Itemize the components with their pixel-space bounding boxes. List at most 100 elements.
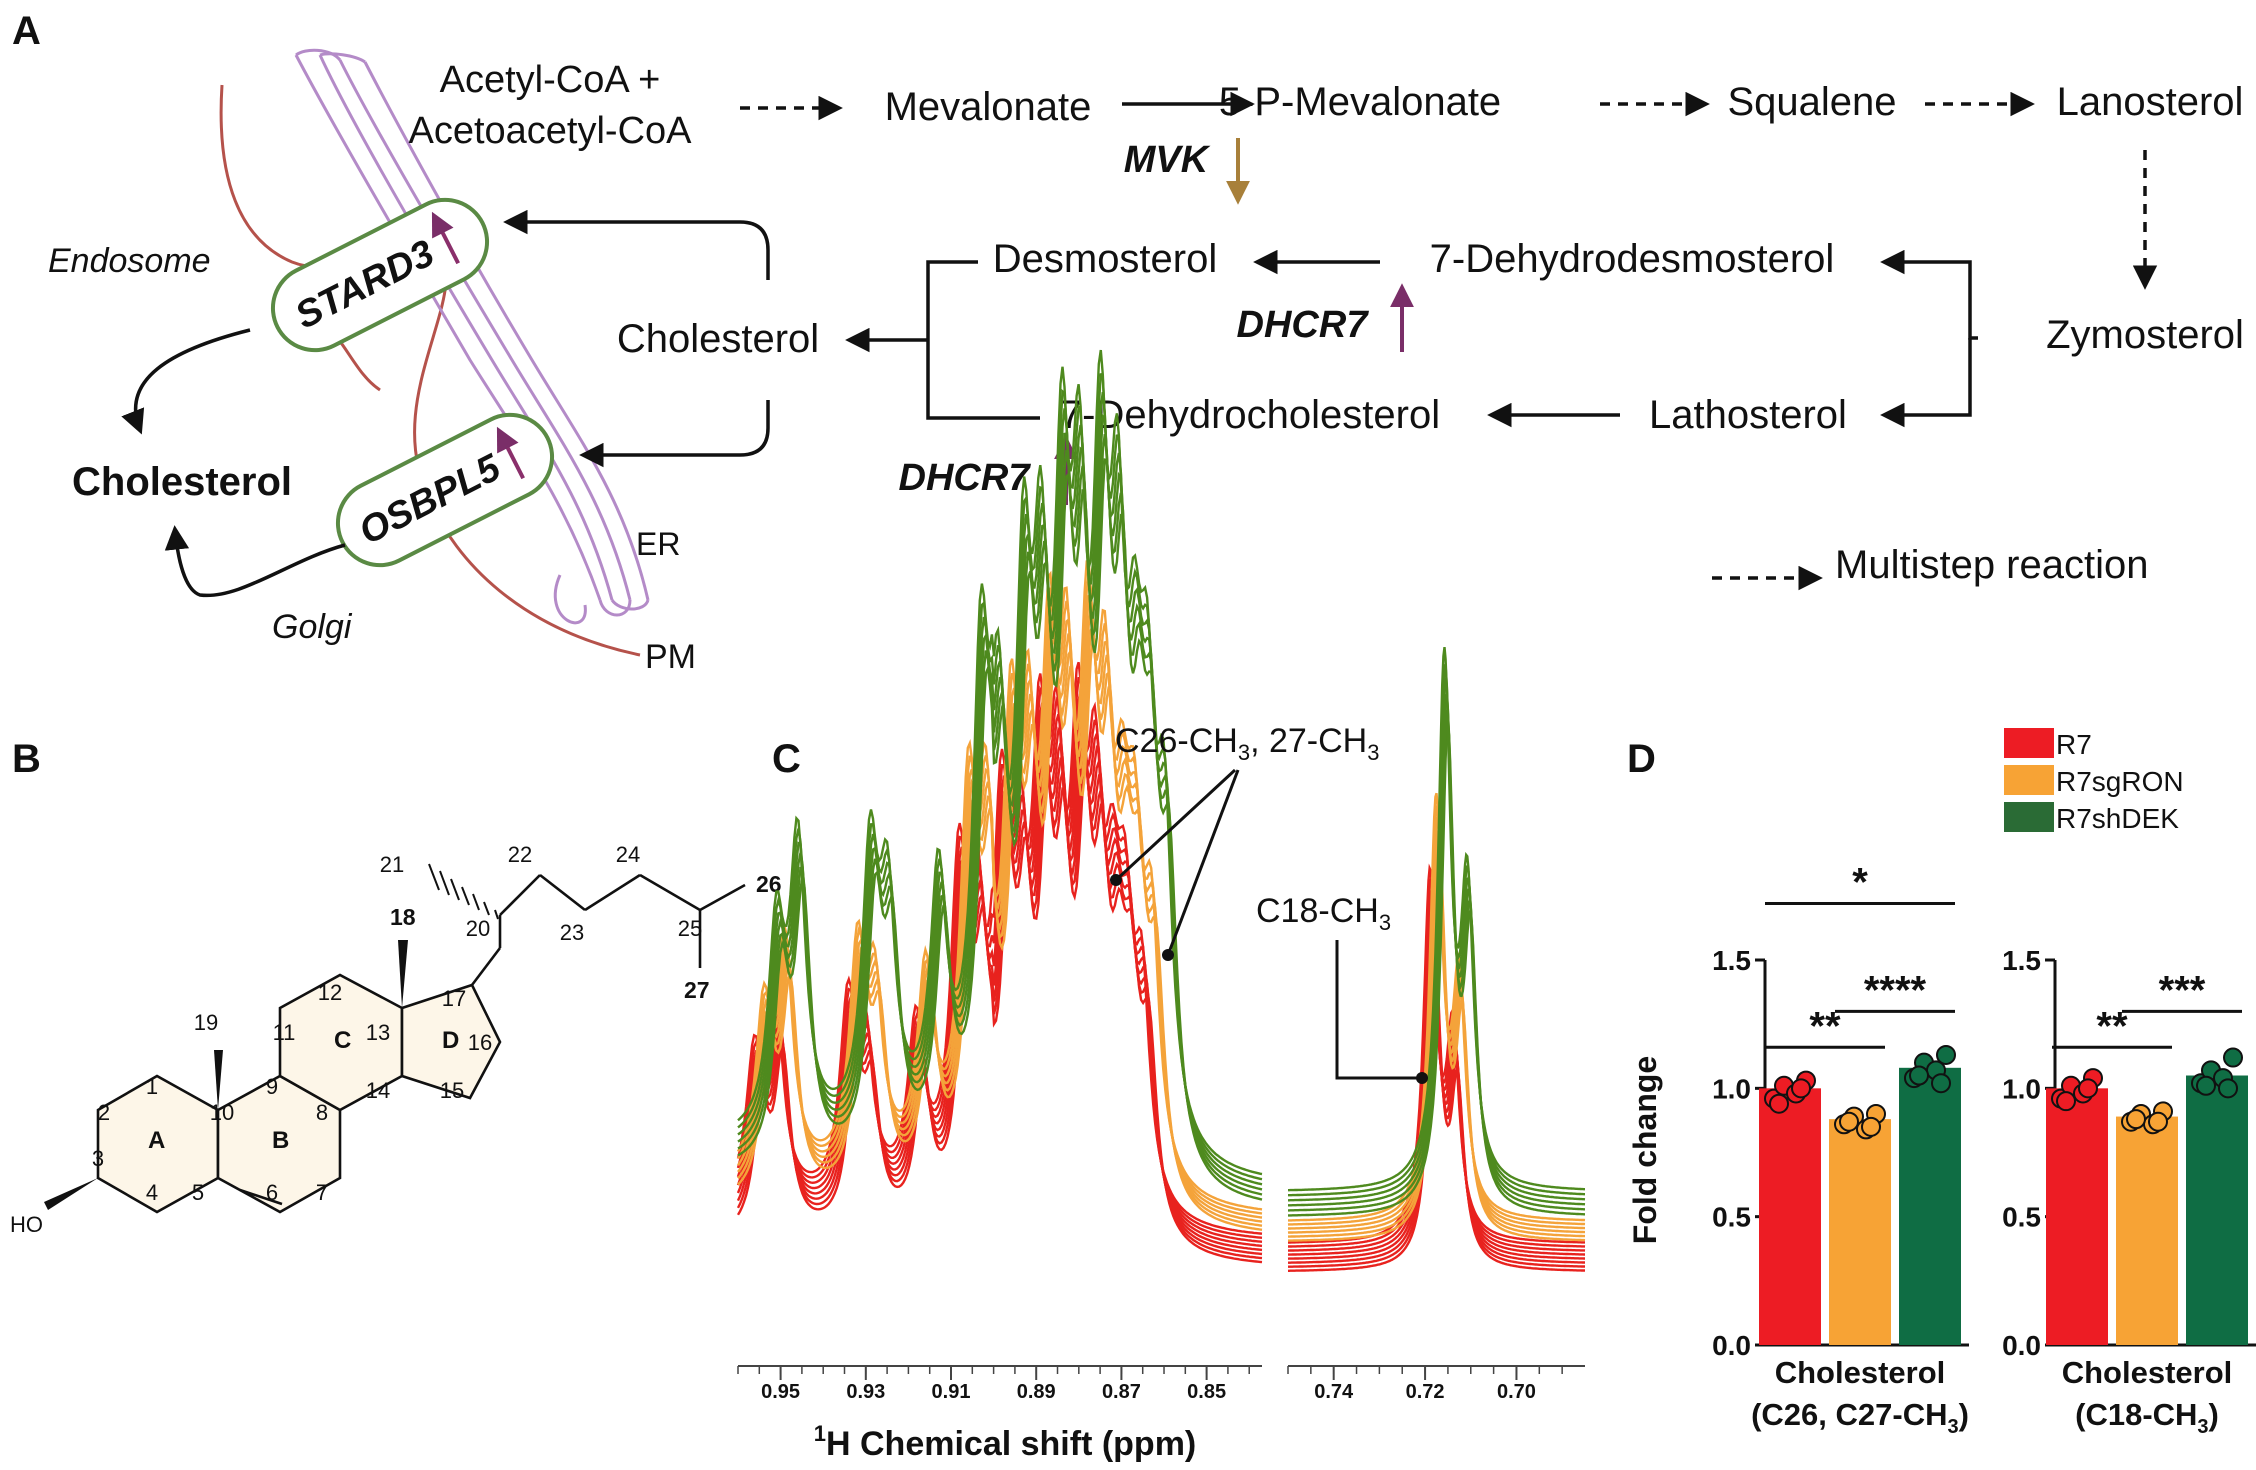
data-point bbox=[1909, 1065, 1929, 1086]
panel-label-d: D bbox=[1627, 737, 1656, 781]
legend-entry: R7sgRON bbox=[2056, 766, 2184, 797]
structure-bonds bbox=[239, 873, 746, 1206]
spectrum-line bbox=[736, 560, 1263, 1211]
acetyl-coa-label: Acetyl-CoA + bbox=[440, 59, 661, 101]
data-point bbox=[2223, 1047, 2243, 1068]
bar bbox=[1899, 1067, 1961, 1345]
atom-number: 11 bbox=[273, 1020, 296, 1045]
group-label: (C26, C27-CH3) bbox=[1751, 1397, 1969, 1438]
data-point bbox=[1931, 1073, 1951, 1094]
atom-number: 2 bbox=[98, 1100, 110, 1125]
cell-cholesterol-label: Cholesterol bbox=[72, 460, 292, 504]
atom-number: 1 bbox=[146, 1074, 158, 1099]
dehydrodesmosterol-label: 7-Dehydrodesmosterol bbox=[1430, 237, 1835, 281]
nmr-tick-label: 0.95 bbox=[761, 1381, 800, 1403]
legend-entry: R7 bbox=[2056, 729, 2092, 760]
significance-mark: * bbox=[1852, 861, 1868, 905]
panel-label-c: C bbox=[772, 737, 801, 781]
data-point bbox=[2126, 1109, 2146, 1130]
svg-text:B: B bbox=[272, 1127, 289, 1154]
atom-number: 19 bbox=[194, 1010, 218, 1035]
significance-mark: **** bbox=[1864, 968, 1927, 1012]
atom-number: 8 bbox=[316, 1100, 328, 1125]
atom-number: 3 bbox=[92, 1146, 104, 1171]
peak-marker bbox=[1110, 874, 1122, 886]
data-point bbox=[2078, 1078, 2098, 1099]
mevalonate-label: Mevalonate bbox=[885, 85, 1092, 129]
transport-arrows bbox=[121, 209, 770, 598]
atom-number: 9 bbox=[266, 1074, 278, 1099]
peak-pointers bbox=[1114, 768, 1422, 1080]
nmr-tick-label: 0.70 bbox=[1497, 1381, 1536, 1403]
data-point bbox=[1791, 1078, 1811, 1099]
atom-number: 10 bbox=[210, 1100, 234, 1125]
bar bbox=[2186, 1075, 2248, 1345]
y-tick-label: 1.0 bbox=[2002, 1073, 2041, 1104]
nmr-xlabel: 1H Chemical shift (ppm) bbox=[814, 1421, 1197, 1463]
lanosterol-label: Lanosterol bbox=[2057, 80, 2244, 124]
svg-text:D: D bbox=[442, 1027, 459, 1054]
legend-swatch bbox=[2004, 728, 2054, 758]
upregulated-arrow-icon bbox=[431, 211, 460, 265]
atom-number: 25 bbox=[678, 916, 702, 941]
atom-number: 4 bbox=[146, 1180, 158, 1205]
osbpl5-badge: OSBPL5 bbox=[335, 412, 555, 568]
group-label: Cholesterol bbox=[2062, 1355, 2233, 1390]
atom-number: 6 bbox=[266, 1180, 278, 1205]
legend-swatch bbox=[2004, 802, 2054, 832]
bar bbox=[1759, 1088, 1821, 1345]
peak-marker bbox=[1162, 949, 1174, 961]
y-tick-label: 0.5 bbox=[1712, 1202, 1751, 1233]
nmr-tick-label: 0.91 bbox=[932, 1381, 971, 1403]
data-point bbox=[2148, 1111, 2168, 1132]
data-point bbox=[1839, 1111, 1859, 1132]
spectrum-line bbox=[736, 691, 1263, 1243]
nmr-tick-label: 0.89 bbox=[1017, 1381, 1056, 1403]
upregulated-arrow-icon bbox=[496, 426, 525, 480]
group-label: (C18-CH3) bbox=[2075, 1397, 2219, 1438]
data-point bbox=[1861, 1116, 1881, 1137]
cholesterol-label: Cholesterol bbox=[617, 317, 819, 361]
nmr-tick-label: 0.85 bbox=[1187, 1381, 1226, 1403]
endosome-label: Endosome bbox=[48, 242, 211, 280]
bar bbox=[2116, 1116, 2178, 1345]
dehydrocholesterol-label: 7-Dehydrocholesterol bbox=[1060, 393, 1440, 437]
ho-wedge bbox=[44, 1178, 98, 1210]
svg-text:A: A bbox=[148, 1127, 165, 1154]
atom-number: 16 bbox=[468, 1030, 492, 1055]
bar bbox=[1829, 1119, 1891, 1345]
stard3-badge: STARD3 bbox=[270, 197, 490, 353]
atom-number: 20 bbox=[466, 916, 490, 941]
legend-label: Multistep reaction bbox=[1835, 543, 2148, 587]
y-tick-label: 0.5 bbox=[2002, 1202, 2041, 1233]
y-tick-label: 1.0 bbox=[1712, 1073, 1751, 1104]
data-point bbox=[2196, 1075, 2216, 1096]
squalene-label: Squalene bbox=[1727, 80, 1896, 124]
atom-number: 15 bbox=[440, 1078, 464, 1103]
svg-text:C: C bbox=[334, 1027, 351, 1054]
atom-number: 13 bbox=[366, 1020, 390, 1045]
atom-number: 17 bbox=[442, 986, 466, 1011]
er-golgi-stack bbox=[294, 48, 650, 625]
data-point bbox=[1769, 1093, 1789, 1114]
acetoacetyl-coa-label: Acetoacetyl-CoA bbox=[408, 110, 692, 152]
methyl-19-wedge bbox=[214, 1050, 223, 1110]
bar-charts: 0.00.51.01.5*******Cholesterol(C26, C27-… bbox=[1712, 861, 2256, 1438]
nmr-tick-label: 0.72 bbox=[1406, 1381, 1445, 1403]
c27-label: 27 bbox=[684, 977, 710, 1003]
atom-number: 12 bbox=[318, 980, 342, 1005]
p-mevalonate-label: 5-P-Mevalonate bbox=[1219, 80, 1501, 124]
dhcr7-top-label: DHCR7 bbox=[1237, 304, 1370, 346]
pm-label: PM bbox=[645, 638, 696, 676]
y-tick-label: 1.5 bbox=[2002, 945, 2041, 976]
ring-d bbox=[400, 983, 502, 1100]
pathway: Acetyl-CoA + Acetoacetyl-CoA Mevalonate … bbox=[408, 59, 2243, 587]
pathway-arrows bbox=[740, 91, 2158, 591]
spectrum-line bbox=[737, 591, 1263, 1219]
zymosterol-label: Zymosterol bbox=[2046, 313, 2244, 357]
peak-label-c26-c27: C26-CH3, 27-CH3 bbox=[1115, 722, 1379, 765]
cholesterol-structure bbox=[96, 973, 502, 1214]
mvk-label: MVK bbox=[1124, 139, 1211, 181]
